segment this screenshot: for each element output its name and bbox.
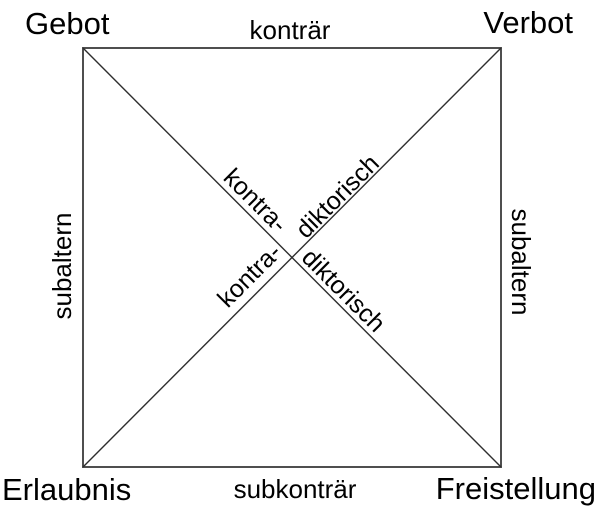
side-label-subaltern-left: subaltern [47,212,77,320]
side-label-subaltern-right: subaltern [506,208,536,316]
diagonal-line-ascending [82,47,502,468]
corner-label-gebot: Gebot [25,6,110,41]
edge-label-kontraer: konträr [249,15,331,45]
square-outline [82,47,502,468]
corner-label-freistellung: Freistellung [435,471,596,506]
corner-label-verbot: Verbot [483,5,573,40]
edge-label-subkontraer: subkonträr [233,474,357,504]
corner-label-erlaubnis: Erlaubnis [2,472,132,507]
